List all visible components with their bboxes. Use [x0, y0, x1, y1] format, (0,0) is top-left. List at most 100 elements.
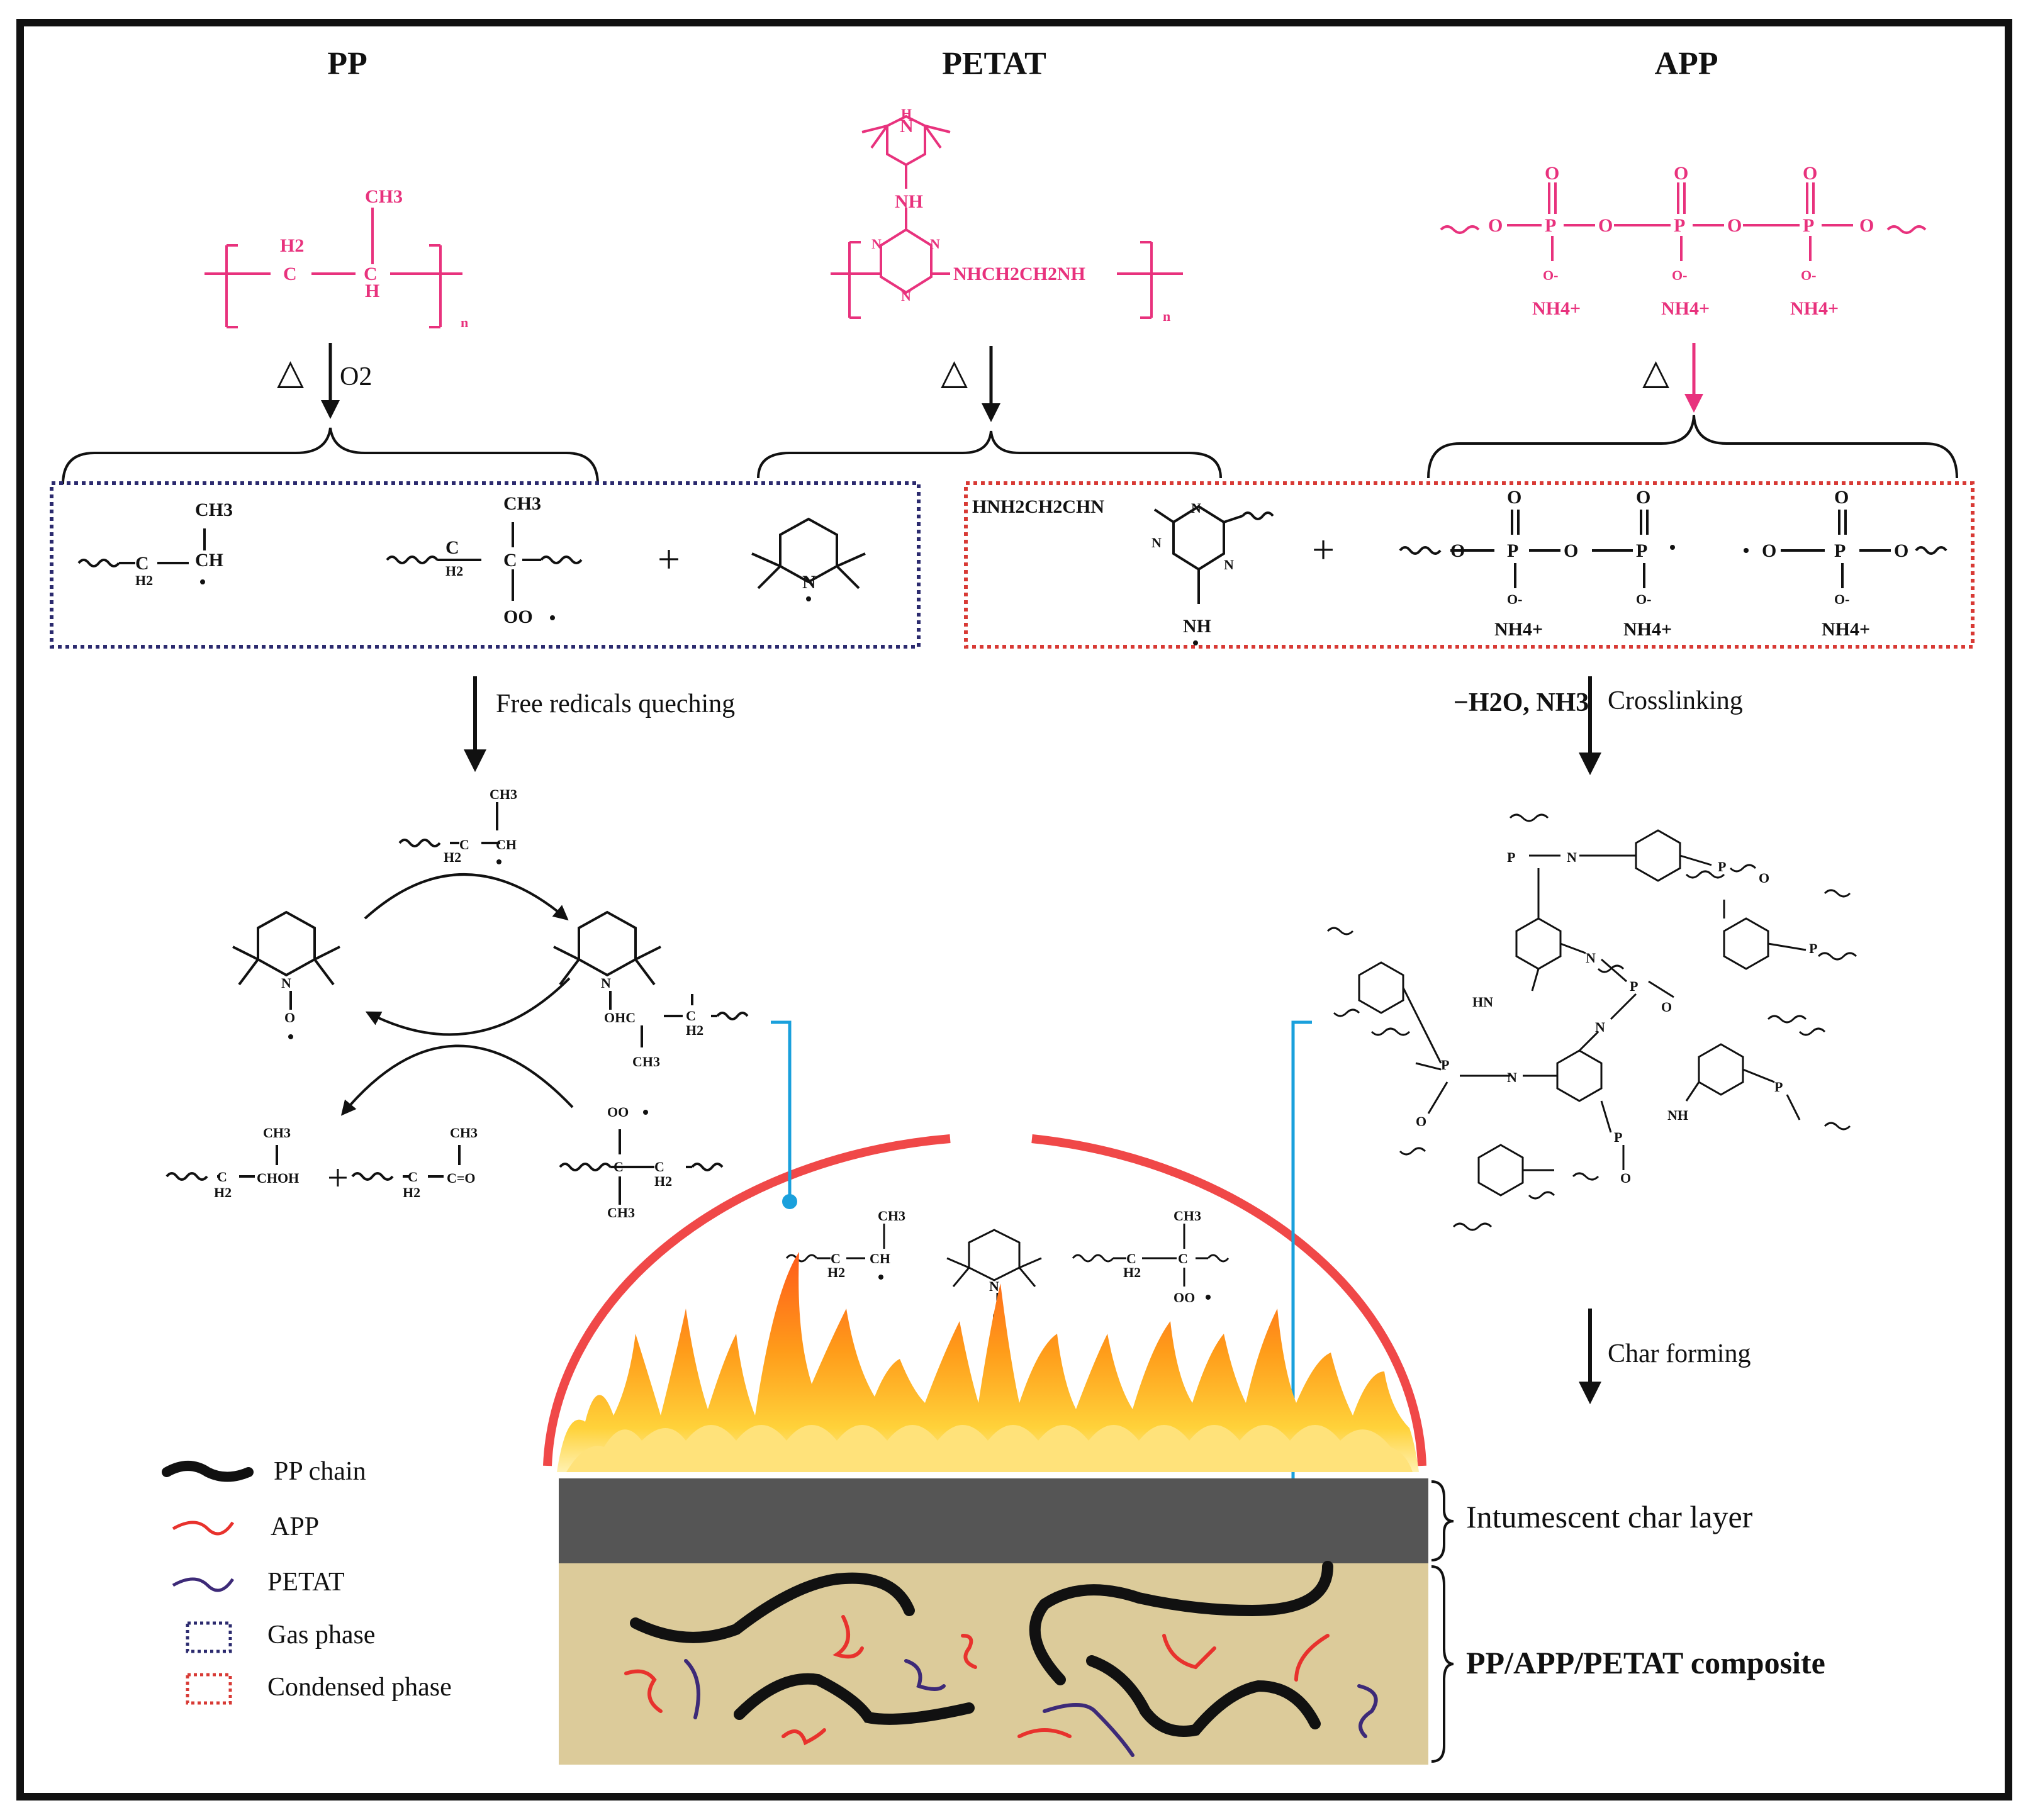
app-o-link-0: O: [1488, 215, 1503, 236]
qc-right-c: C: [686, 1008, 696, 1024]
radical-dot: [1744, 548, 1749, 553]
label-composite: PP/APP/PETAT composite: [1466, 1645, 1825, 1680]
legend-swatch-app: [172, 1521, 235, 1536]
qc-top-h2: H2: [444, 849, 461, 865]
connector-gas-dot: [782, 1194, 797, 1209]
cond-o-top-3: O: [1834, 487, 1849, 508]
cond-o-minus-3: O-: [1834, 591, 1849, 607]
heat-symbol-petat: △: [941, 353, 968, 392]
gas-tempo-n: N: [802, 572, 816, 593]
petat-chain: NHCH2CH2NH: [953, 264, 1085, 284]
cond-o-3: O: [1762, 540, 1776, 561]
qc-br-oo: OO: [607, 1104, 629, 1120]
net-hn: HN: [1472, 994, 1493, 1010]
cond-nh4-1: NH4+: [1494, 619, 1543, 640]
net-p-4: P: [1809, 941, 1817, 956]
cond-p-1: P: [1507, 540, 1518, 561]
net-p-5: P: [1441, 1057, 1449, 1073]
brace-composite: [1431, 1565, 1454, 1763]
pp-monomer-structure: [204, 208, 462, 328]
net-n-3: N: [1595, 1019, 1605, 1035]
dome-right: [1031, 1134, 1426, 1466]
qc-top-ch: CH: [496, 837, 517, 852]
legend-label-condensed: Condensed phase: [267, 1673, 452, 1702]
dome-tempo-n: N: [989, 1278, 999, 1294]
cond-o-top-2: O: [1636, 487, 1650, 508]
label-crosslinking: Crosslinking: [1608, 686, 1743, 715]
pp-n: n: [461, 315, 468, 330]
app-o-link-1: O: [1598, 215, 1613, 236]
dome-r2-c2: C: [1178, 1251, 1188, 1266]
header-petat: PETAT: [942, 46, 1046, 82]
radical-dot: [200, 579, 205, 584]
gas-r1-ch3: CH3: [195, 500, 233, 520]
brace-char: [1431, 1480, 1454, 1561]
char-layer: [559, 1478, 1428, 1563]
cond-o-1: O: [1450, 540, 1465, 561]
qc-left-o: O: [284, 1010, 295, 1025]
petat-h: H: [901, 106, 912, 121]
gas-r2-ch3: CH3: [503, 493, 541, 514]
radical-dot: [496, 859, 501, 864]
app-nh4-1: NH4+: [1532, 298, 1581, 319]
qc-top-ch3: CH3: [490, 786, 517, 802]
legend-swatch-petat: [172, 1577, 235, 1592]
qc-prod1-chhoh: CHOH: [257, 1170, 299, 1186]
qc-prod2-ceqo: C=O: [447, 1170, 476, 1186]
app-o-top-3: O: [1803, 163, 1817, 184]
qc-prod1-ch3: CH3: [263, 1125, 291, 1141]
app-o-top-2: O: [1674, 163, 1688, 184]
petat-n: n: [1163, 308, 1170, 324]
brace-pp: [62, 427, 599, 485]
net-n-2: N: [1586, 950, 1596, 966]
connector-gas: [771, 1020, 792, 1202]
cond-p-3: P: [1834, 540, 1846, 561]
dome-r1-c: C: [831, 1251, 841, 1266]
connector-char: [1291, 1020, 1312, 1557]
app-p-1: P: [1545, 215, 1556, 236]
composite-chains: [624, 1561, 1378, 1757]
gas-radicals: [77, 517, 866, 601]
qc-top-c: C: [459, 837, 469, 852]
qc-prod1-c: C: [217, 1169, 227, 1185]
radical-dot: [288, 1034, 293, 1039]
cond-p-2: P: [1636, 540, 1647, 561]
app-p-3: P: [1803, 215, 1814, 236]
app-p-2: P: [1674, 215, 1685, 236]
app-o-link-3: O: [1859, 215, 1874, 236]
radical-dot: [1670, 545, 1675, 550]
app-structure: [1440, 182, 1927, 261]
net-p-2: P: [1718, 859, 1726, 874]
gas-r1-h2: H2: [135, 572, 153, 588]
dome-r1-h2: H2: [827, 1265, 845, 1280]
petat-ring-n: N: [900, 116, 914, 137]
legend-label-pp: PP chain: [274, 1457, 366, 1486]
radical-dot: [878, 1275, 883, 1280]
net-o-3: O: [1416, 1114, 1426, 1129]
dome-species: [785, 1224, 1230, 1309]
brace-petat: [757, 430, 1222, 479]
dome-r1-ch3: CH3: [878, 1208, 905, 1224]
quench-cycle: [165, 802, 749, 1205]
qc-prod2-ch3: CH3: [450, 1125, 478, 1141]
condensed-phase-box: [964, 481, 1975, 649]
app-o-minus-2: O-: [1672, 267, 1687, 283]
petat-n1: N: [871, 236, 882, 252]
qc-right-n: N: [601, 975, 611, 991]
gas-r2-c1: C: [445, 537, 459, 558]
label-o2: O2: [340, 362, 372, 391]
app-nh4-2: NH4+: [1661, 298, 1710, 319]
qc-br-ch3: CH3: [607, 1205, 635, 1220]
crosslinked-network: [1326, 813, 1857, 1231]
qc-left-n: N: [281, 975, 291, 991]
header-app: APP: [1654, 46, 1718, 82]
heat-symbol-app: △: [1642, 353, 1669, 392]
cond-triazine-chain: HNH2CH2CHN: [972, 496, 1104, 517]
qc-right-h2: H2: [686, 1022, 703, 1038]
gas-r2-c2: C: [503, 550, 517, 571]
gas-r2-oo: OO: [503, 606, 533, 627]
pp-h2: H2: [280, 235, 304, 256]
petat-n3: N: [901, 288, 911, 304]
qc-br-c2: C: [654, 1159, 664, 1175]
